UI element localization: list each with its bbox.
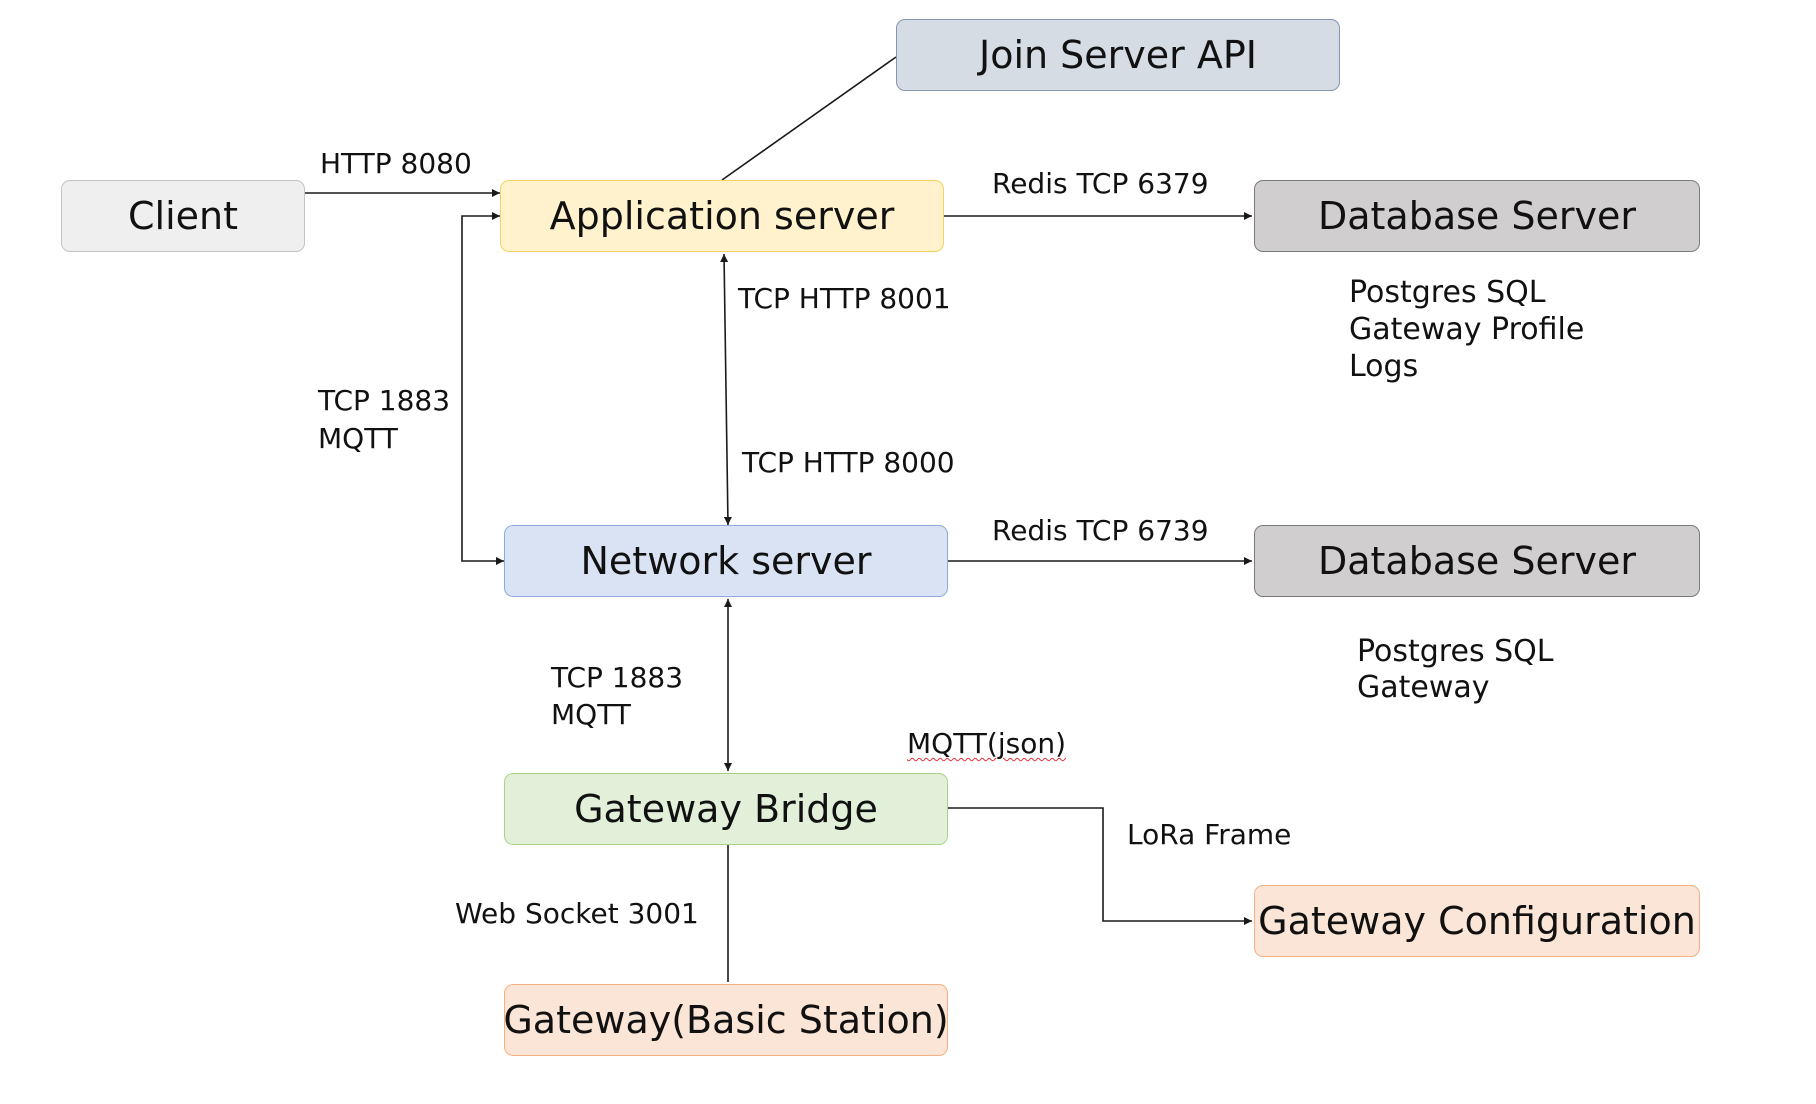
database-server-node-2: Database Server: [1254, 525, 1700, 597]
gateway-basic-station-node: Gateway(Basic Station): [503, 984, 949, 1056]
join-server-node: Join Server API: [896, 19, 1340, 91]
application-server-node: Application server: [500, 180, 944, 252]
label-tcp-http-8001: TCP HTTP 8001: [738, 282, 951, 315]
database-server-node-1: Database Server: [1254, 180, 1700, 252]
label-mqtt-json: MQTT(json): [907, 727, 1067, 760]
edge-bridge-to-gateway-config: [948, 807, 1252, 925]
db1-note-logs: Logs: [1349, 349, 1419, 384]
database-server-label-2: Database Server: [1317, 539, 1636, 583]
db2-note-postgres: Postgres SQL: [1357, 634, 1554, 669]
edge-app-to-join-server: [721, 56, 897, 181]
edge-app-net-bidirectional: [720, 253, 732, 526]
label-tcp-1883-left: TCP 1883: [318, 384, 451, 417]
gateway-configuration-node: Gateway Configuration: [1254, 885, 1700, 957]
join-server-label: Join Server API: [979, 33, 1257, 77]
label-web-socket-3001: Web Socket 3001: [455, 897, 699, 930]
gateway-bridge-label: Gateway Bridge: [574, 787, 878, 831]
gateway-basic-station-label: Gateway(Basic Station): [503, 998, 949, 1042]
label-redis-tcp-6379: Redis TCP 6379: [992, 167, 1209, 200]
db2-note-gateway: Gateway: [1357, 670, 1490, 705]
application-server-label: Application server: [549, 194, 895, 238]
label-tcp-http-8000: TCP HTTP 8000: [742, 446, 955, 479]
client-label: Client: [127, 194, 238, 238]
gateway-configuration-label: Gateway Configuration: [1258, 899, 1696, 943]
edge-mqtt-app-net-loop: [461, 212, 504, 565]
database-server-label-1: Database Server: [1317, 194, 1636, 238]
label-redis-tcp-6739: Redis TCP 6739: [992, 514, 1209, 547]
gateway-bridge-node: Gateway Bridge: [504, 773, 948, 845]
client-node: Client: [61, 180, 305, 252]
label-mqtt-left: MQTT: [318, 422, 398, 455]
label-mqtt-bridge: MQTT: [551, 698, 631, 731]
label-http-8080: HTTP 8080: [320, 147, 472, 180]
network-server-label: Network server: [580, 539, 872, 583]
label-lora-frame: LoRa Frame: [1127, 818, 1292, 851]
network-server-node: Network server: [504, 525, 948, 597]
label-tcp-1883-bridge: TCP 1883: [551, 661, 684, 694]
db1-note-gateway-profile: Gateway Profile: [1349, 312, 1585, 347]
db1-note-postgres: Postgres SQL: [1349, 275, 1546, 310]
